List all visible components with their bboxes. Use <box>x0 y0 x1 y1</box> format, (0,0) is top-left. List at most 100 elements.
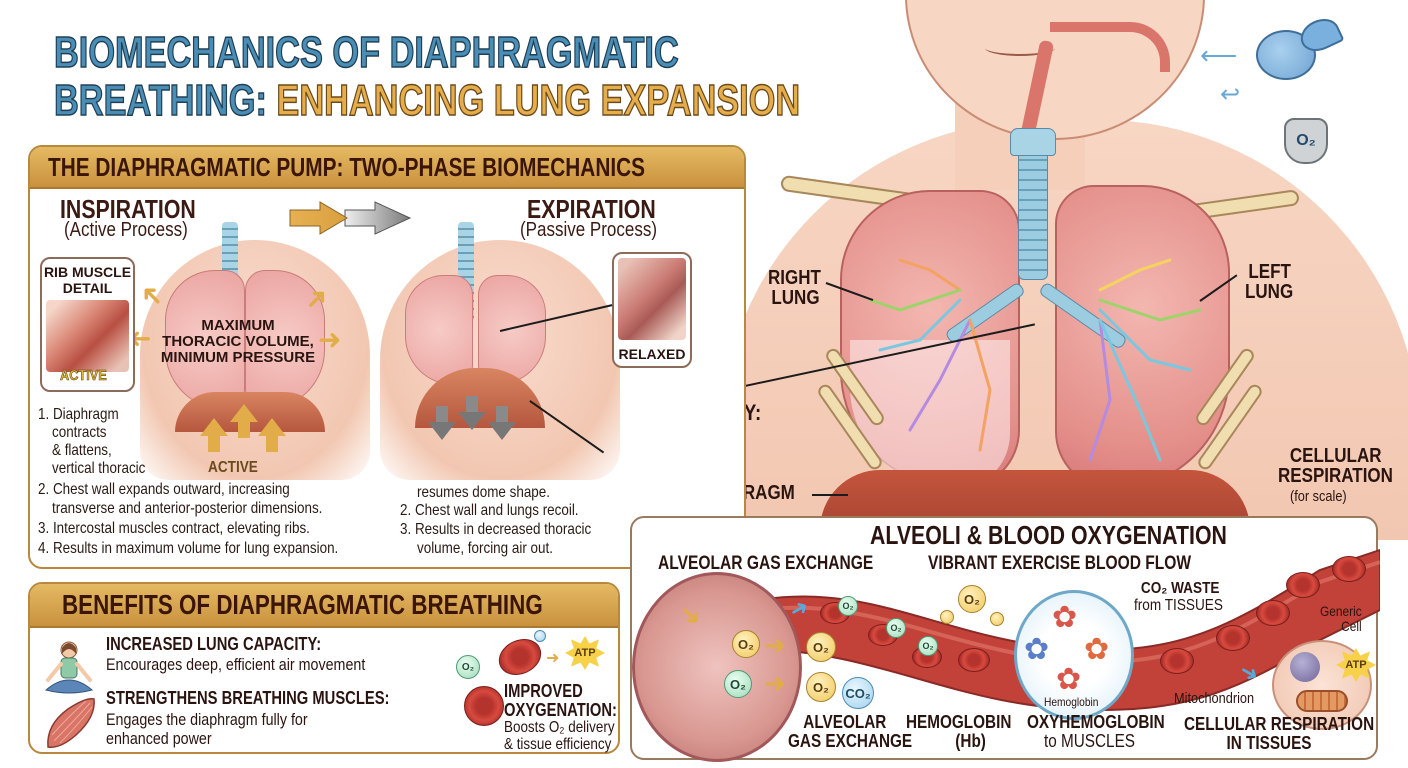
expiration-step: 3. Results in decreased thoracic <box>400 521 592 538</box>
rib-muscle-title-line1: RIB MUSCLE <box>43 264 132 280</box>
inspiration-step: 4. Results in maximum volume for lung ex… <box>38 540 339 557</box>
nasal-passage-illustration <box>1050 22 1170 72</box>
o2-molecule-icon: O₂ <box>724 670 752 698</box>
up-arrow-icon <box>258 418 286 452</box>
o2-molecule-icon: O₂ <box>886 618 906 638</box>
hemoglobin-molecule-icon: ✿ <box>1052 601 1078 634</box>
inspiration-step: 2. Chest wall expands outward, increasin… <box>38 481 290 498</box>
bronchiole-tree-icon <box>868 258 1202 462</box>
mouth-illustration <box>985 40 1055 56</box>
alveolar-gas-exchange-label: ALVEOLAR GAS EXCHANGE <box>788 713 912 751</box>
expiration-step: resumes dome shape. <box>417 484 550 501</box>
red-blood-cell <box>1216 625 1250 651</box>
up-arrow-icon <box>200 418 228 452</box>
co2-waste-line2: from TISSUES <box>1134 597 1223 614</box>
left-lung-illustration <box>1055 185 1230 490</box>
right-lung-label-line2: LUNG <box>771 287 820 309</box>
o2-molecule-icon: O₂ <box>732 630 760 658</box>
title-line-2: BREATHING: ENHANCING LUNG EXPANSION <box>53 75 801 126</box>
down-arrow-icon <box>488 406 516 440</box>
inspiration-right-lung <box>165 270 245 410</box>
right-lung-label-line1: RIGHT <box>768 267 821 289</box>
cellular-respiration-label: CELLULAR RESPIRATION <box>1278 446 1393 486</box>
cell-nucleus <box>1290 652 1320 682</box>
diffusion-arrow-icon: ➜ <box>764 668 786 698</box>
left-lung-label-line1: LEFT <box>1248 261 1291 283</box>
inspiration-center-label: MAXIMUM THORACIC VOLUME, MINIMUM PRESSUR… <box>158 318 318 366</box>
mitochondrion-label: Mitochondrion <box>1174 690 1255 707</box>
expiration-subtitle: (Passive Process) <box>520 219 657 241</box>
cellular-line1: CELLULAR <box>1289 445 1382 467</box>
benefits-panel-header: BENEFITS OF DIAPHRAGMATIC BREATHING <box>30 584 618 628</box>
airflow-arrow-icon: ⟵ <box>1200 40 1238 70</box>
benefit-lung-capacity-title: INCREASED LUNG CAPACITY: <box>106 634 322 654</box>
exercise-blood-flow-subheader: VIBRANT EXERCISE BLOOD FLOW <box>928 553 1192 574</box>
hemoglobin-label-line1: HEMOGLOBIN <box>906 712 1012 732</box>
oxygenation-title-line1: IMPROVED <box>504 681 583 701</box>
title-line-1: BIOMECHANICS OF DIAPHRAGMATIC <box>53 27 679 78</box>
co2-waste-label: CO₂ WASTE from TISSUES <box>1134 580 1223 614</box>
oxygenation-title-line2: OXYGENATION: <box>504 700 617 720</box>
hemoglobin-label: HEMOGLOBIN (Hb) <box>906 713 1011 751</box>
hemoglobin-molecule-icon: ✿ <box>1084 633 1110 666</box>
mitochondrion-illustration <box>1296 690 1348 712</box>
center-label-line3: MINIMUM PRESSURE <box>160 349 316 366</box>
oxy-label-line2: to MUSCLES <box>1044 731 1135 751</box>
benefit-muscles-title: STRENGTHENS BREATHING MUSCLES: <box>106 688 390 708</box>
expiration-title: EXPIRATION <box>527 194 656 224</box>
o2-bubble-icon <box>990 612 1004 626</box>
inspiration-step: & flattens, <box>52 442 112 459</box>
o2-molecule-icon: O₂ <box>456 655 480 679</box>
title-part-enhancing: ENHANCING LUNG EXPANSION <box>276 75 801 126</box>
muscle-icon <box>47 697 95 748</box>
co2-molecule-icon: CO₂ <box>842 677 874 709</box>
hemoglobin-molecule-icon: ✿ <box>1056 663 1082 696</box>
inspiration-title: INSPIRATION <box>60 194 196 224</box>
inspiration-step: transverse and anterior-posterior dimens… <box>52 500 323 517</box>
oxygenation-text-line2: & tissue efficiency <box>504 736 612 753</box>
arrow-right-icon: ➜ <box>546 650 560 667</box>
relaxed-muscle-illustration <box>618 258 686 340</box>
down-arrow-icon <box>428 406 456 440</box>
o2-bubble-icon <box>940 610 954 624</box>
inspiration-left-lung <box>245 270 325 410</box>
diaphragm-active-label: ACTIVE <box>208 459 258 476</box>
red-blood-cell <box>1160 648 1194 674</box>
alveolar-gas-exchange-subheader: ALVEOLAR GAS EXCHANGE <box>658 553 874 574</box>
benefit-lung-capacity-text: Encourages deep, efficient air movement <box>106 655 366 674</box>
generic-cell-illustration <box>1272 640 1372 730</box>
cellular-sub-label: (for scale) <box>1290 488 1347 505</box>
cellular-respiration-tissues-label: CELLULAR RESPIRATION IN TISSUES <box>1184 715 1374 753</box>
alveoli-panel-header: ALVEOLI & BLOOD OXYGENATION <box>870 520 1227 550</box>
leader-line <box>812 494 848 496</box>
expiration-step: volume, forcing air out. <box>417 540 553 557</box>
o2-molecule-icon: O₂ <box>838 596 858 616</box>
inspiration-step: vertical thoracic <box>52 460 146 477</box>
red-blood-cell <box>1332 556 1366 582</box>
o2-molecule-icon: O₂ <box>806 632 836 662</box>
airflow-arrow-icon: ↩ <box>1220 81 1241 108</box>
rib-muscle-title: RIB MUSCLE DETAIL <box>42 259 133 296</box>
inspiration-step: 1. Diaphragm <box>38 406 119 423</box>
benefit-oxygenation-text: Boosts O₂ delivery & tissue efficiency <box>504 719 615 753</box>
title-part-breathing: BREATHING: <box>53 75 267 126</box>
pump-panel-header: THE DIAPHRAGMATIC PUMP: TWO-PHASE BIOMEC… <box>30 147 744 189</box>
bubble-icon <box>534 630 546 642</box>
meditation-icon <box>44 641 94 694</box>
oxygenation-text-line1: Boosts O₂ delivery <box>504 719 615 736</box>
hemoglobin-magnified-circle <box>1014 590 1134 720</box>
rib-muscle-detail-box: RIB MUSCLE DETAIL ACTIVE <box>40 257 135 392</box>
expansion-arrow-icon: ➜ <box>318 324 342 355</box>
up-arrow-icon <box>230 404 258 438</box>
benefit-muscles-text-line2: enhanced power <box>106 729 212 748</box>
benefits-panel-header-text: BENEFITS OF DIAPHRAGMATIC BREATHING <box>62 589 543 620</box>
o2-molecule-icon: O₂ <box>918 636 938 656</box>
oxygen-bag-icon: O₂ <box>1284 118 1328 164</box>
generic-cell-label: Generic Cell <box>1320 604 1362 634</box>
phase-transition-arrows-icon <box>289 201 412 235</box>
inspiration-step: contracts <box>52 424 107 441</box>
inspiration-subtitle: (Active Process) <box>64 219 188 241</box>
generic-cell-line2: Cell <box>1341 618 1362 634</box>
diffusion-arrow-icon: ➜ <box>764 630 786 660</box>
hemoglobin-red-blood-cell <box>958 648 990 672</box>
